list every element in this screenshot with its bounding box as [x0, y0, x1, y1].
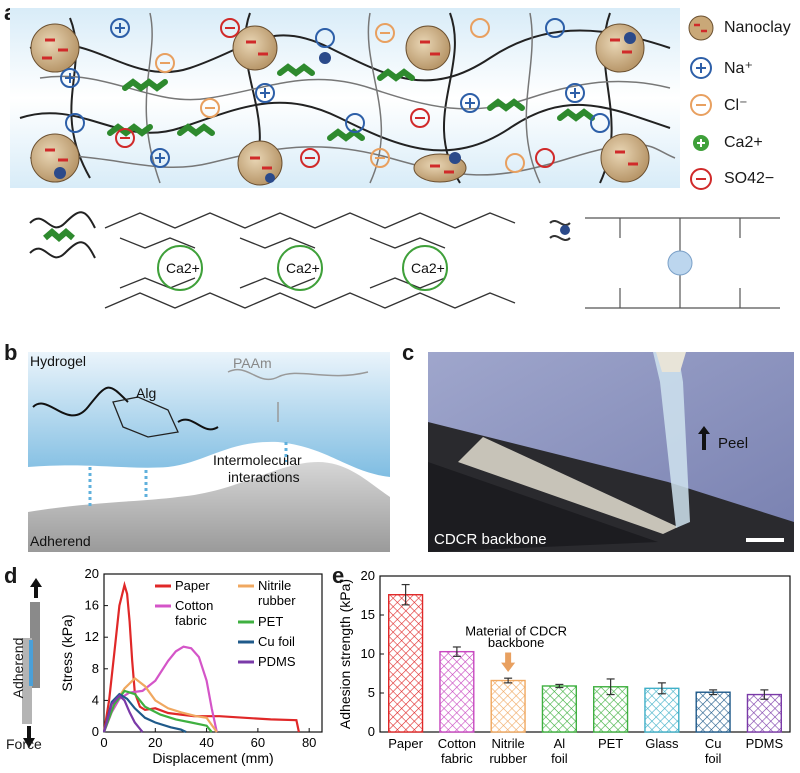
peel-arrow-icon — [698, 426, 710, 450]
na-ion-icon — [690, 57, 712, 79]
series-line-cotton-fabric — [102, 645, 218, 733]
cl-ion-icon — [690, 94, 712, 116]
y-tick-label: 4 — [92, 692, 99, 707]
legend-label: Cu foil — [258, 634, 295, 649]
label-adherend: Adherend — [30, 533, 91, 549]
bar-cu-foil — [695, 691, 731, 733]
y-tick-label: 20 — [361, 568, 375, 583]
annotation-arrow-icon — [501, 652, 516, 672]
category-label: foil — [551, 751, 568, 766]
category-label: Al — [554, 736, 566, 751]
alginate-eggbox-structure: Ca2+ Ca2+ Ca2+ — [29, 211, 516, 309]
y-axis-label: Adhesion strength (kPa) — [338, 579, 353, 729]
x-axis-label: Displacement (mm) — [152, 750, 273, 766]
annotation-line-2: backbone — [488, 635, 544, 650]
y-axis-label: Stress (kPa) — [60, 614, 75, 691]
down-arrow-icon — [23, 726, 35, 748]
inset-force-label: Force — [6, 736, 42, 752]
legend-na: Na⁺ — [688, 55, 753, 81]
category-label: foil — [705, 751, 722, 766]
legend-label: fabric — [175, 613, 207, 628]
y-tick-label: 0 — [368, 724, 375, 739]
category-label: Paper — [388, 736, 423, 751]
scale-bar — [746, 538, 784, 542]
peel-test-photo: Peel CDCR backbone — [428, 352, 794, 552]
nanoclay-icon — [688, 15, 714, 41]
hydrogel-network-illustration — [10, 8, 680, 188]
ca-ion-icon — [693, 135, 709, 151]
legend-label-na: Na⁺ — [724, 60, 753, 77]
annotation-line-1: Material of CDCR — [465, 623, 567, 638]
category-label: rubber — [489, 751, 527, 766]
series-line-pdms — [102, 694, 144, 733]
category-label: PET — [598, 736, 623, 751]
y-tick-label: 8 — [92, 661, 99, 676]
label-interactions-1: Intermolecular — [213, 452, 302, 468]
interface-schematic: Hydrogel Alg PAAm Intermolecular interac… — [28, 352, 390, 552]
legend-label: Cotton — [175, 598, 213, 613]
y-tick-label: 10 — [361, 646, 375, 661]
x-tick-label: 60 — [251, 735, 265, 750]
plot-frame — [103, 573, 323, 733]
y-tick-label: 12 — [85, 629, 99, 644]
y-tick-label: 16 — [85, 598, 99, 613]
legend-label-ca: Ca2+ — [724, 134, 763, 151]
bar-paper — [388, 594, 424, 733]
bar-al-foil — [541, 685, 577, 733]
category-label: PDMS — [746, 736, 784, 751]
x-tick-label: 40 — [199, 735, 213, 750]
category-label: fabric — [441, 751, 473, 766]
y-tick-label: 20 — [85, 568, 99, 581]
eggbox-ca-label-1: Ca2+ — [166, 260, 200, 276]
series-line-cu-foil — [102, 692, 187, 733]
photo-caption: CDCR backbone — [434, 531, 547, 548]
peel-label: Peel — [718, 435, 748, 452]
category-label: Cu — [705, 736, 722, 751]
y-tick-label: 5 — [368, 685, 375, 700]
bar-pdms — [746, 693, 782, 733]
so4-ion-icon — [690, 168, 712, 190]
panel-c-label: c — [402, 340, 415, 365]
legend-label: Nitrile — [258, 578, 291, 593]
label-alg: Alg — [136, 385, 156, 401]
label-hydrogel: Hydrogel — [30, 353, 86, 369]
x-tick-label: 80 — [302, 735, 316, 750]
eggbox-ca-label-2: Ca2+ — [286, 260, 320, 276]
panel-d-label: d — [4, 563, 18, 588]
bar-glass — [644, 687, 680, 733]
label-paam: PAAm — [233, 355, 272, 371]
panel-b-label: b — [4, 340, 18, 365]
bar-nitrile-rubber — [490, 679, 526, 733]
inset-adherend-label: Adherend — [10, 637, 26, 699]
paam-crosslink-structure — [549, 217, 780, 309]
legend-cl: Cl⁻ — [688, 92, 748, 118]
lap-shear-inset — [22, 578, 42, 748]
legend-label-nanoclay: Nanoclay — [724, 19, 791, 36]
category-label: Nitrile — [492, 736, 525, 751]
category-label: Glass — [645, 736, 679, 751]
eggbox-ca-label-3: Ca2+ — [411, 260, 445, 276]
series-line-paper — [102, 580, 300, 733]
legend-nanoclay: Nanoclay — [688, 15, 791, 41]
panel-e-label: e — [332, 563, 345, 588]
legend-ca: Ca2+ — [688, 130, 763, 156]
y-tick-label: 15 — [361, 607, 375, 622]
x-tick-label: 0 — [100, 735, 107, 750]
legend-label: rubber — [258, 593, 296, 608]
category-label: Cotton — [438, 736, 476, 751]
legend-label: Paper — [175, 578, 210, 593]
bar-cotton-fabric — [439, 650, 475, 733]
legend-label: PET — [258, 614, 283, 629]
legend-label: PDMS — [258, 654, 296, 669]
series-line-pet — [102, 689, 213, 733]
up-arrow-icon — [30, 578, 42, 598]
y-tick-label: 0 — [92, 724, 99, 739]
legend-label-cl: Cl⁻ — [724, 97, 748, 114]
x-tick-label: 20 — [148, 735, 162, 750]
legend-so4: SO42− — [688, 166, 774, 192]
legend-label-so4: SO42− — [724, 170, 775, 187]
label-interactions-2: interactions — [228, 469, 300, 485]
